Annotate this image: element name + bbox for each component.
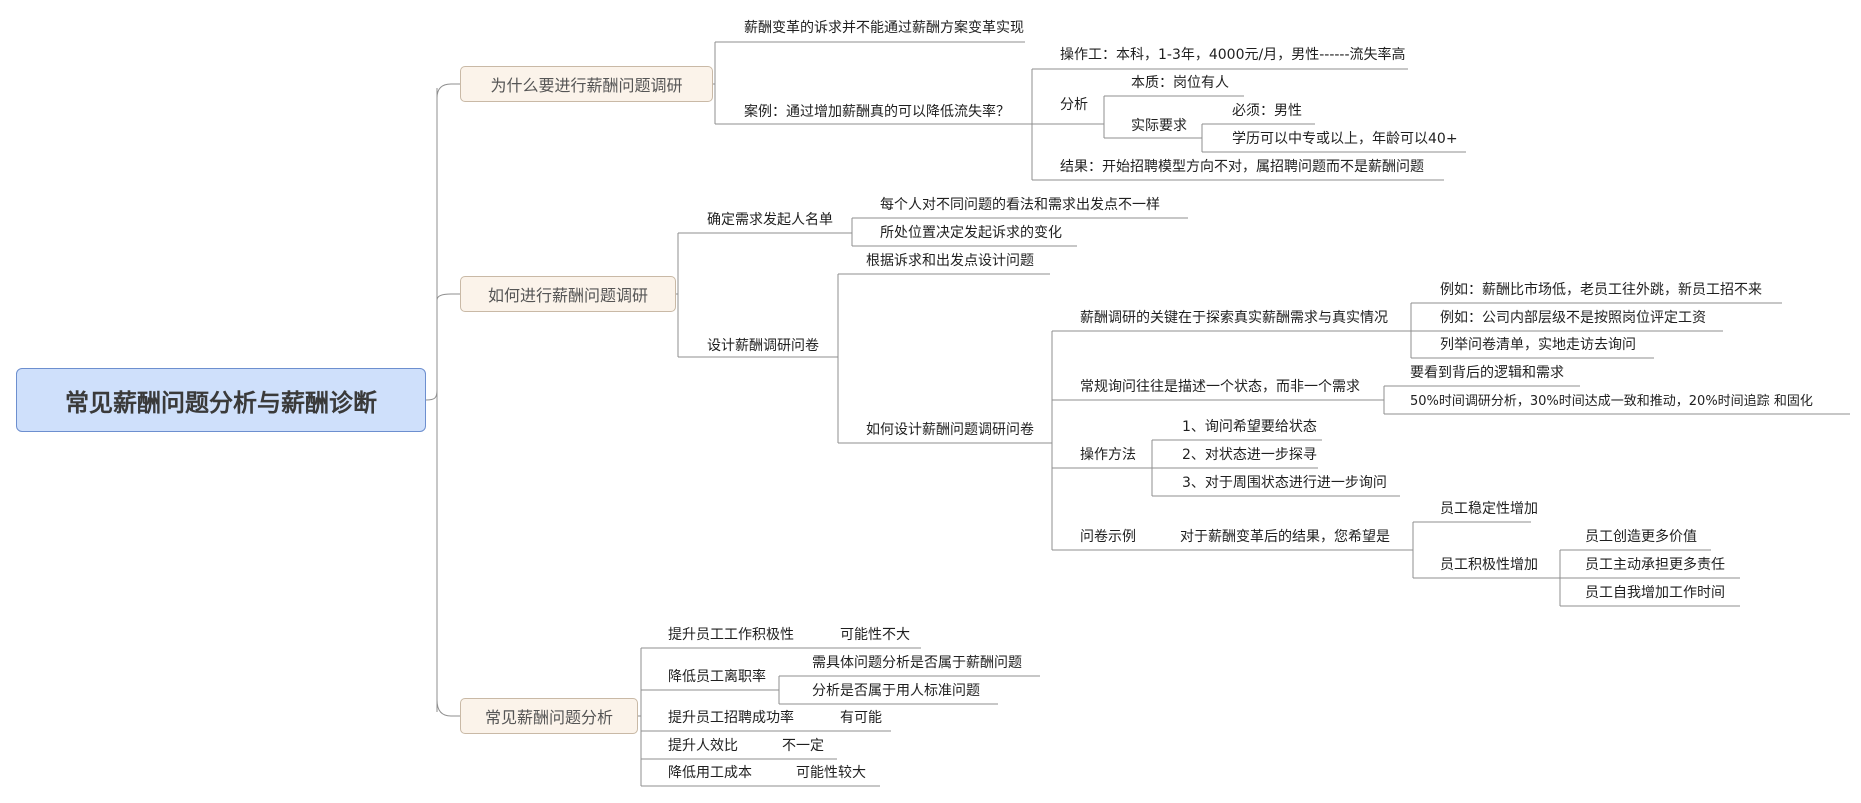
node-analysis[interactable]: 分析 [1060,97,1088,113]
node-method[interactable]: 操作方法 [1080,447,1136,463]
node-essence[interactable]: 本质：岗位有人 [1131,75,1229,91]
node-initiators[interactable]: 确定需求发起人名单 [707,212,833,228]
node-common[interactable]: 常规询问往往是描述一个状态，而非一个需求 [1080,379,1360,395]
node-key-e2[interactable]: 例如：公司内部层级不是按照岗位评定工资 [1440,310,1706,326]
node-example-question[interactable]: 对于薪酬变革后的结果，您希望是 [1180,529,1390,545]
node-motivation-s1[interactable]: 员工创造更多价值 [1585,529,1697,545]
node-initiators-c1[interactable]: 每个人对不同问题的看法和需求出发点不一样 [880,197,1160,213]
node-key-e3[interactable]: 列举问卷清单，实地走访去询问 [1440,337,1636,353]
node-common-c1[interactable]: 要看到背后的逻辑和需求 [1410,365,1564,381]
node-r3[interactable]: 提升员工招聘成功率 [668,710,794,726]
node-method-s1[interactable]: 1、询问希望要给状态 [1182,419,1317,435]
node-education[interactable]: 学历可以中专或以上，年龄可以40+ [1232,131,1458,147]
node-survey[interactable]: 设计薪酬调研问卷 [707,338,819,354]
node-r2[interactable]: 降低员工离职率 [668,669,766,685]
node-how-design[interactable]: 如何设计薪酬问题调研问卷 [866,422,1034,438]
node-survey-design[interactable]: 根据诉求和出发点设计问题 [866,253,1034,269]
node-motivation[interactable]: 员工积极性增加 [1440,557,1538,573]
node-must-male[interactable]: 必须：男性 [1232,103,1302,119]
node-method-s3[interactable]: 3、对于周围状态进行进一步询问 [1182,475,1387,491]
node-method-s2[interactable]: 2、对状态进一步探寻 [1182,447,1317,463]
node-key-e1[interactable]: 例如：薪酬比市场低，老员工往外跳，新员工招不来 [1440,282,1762,298]
node-actual-req[interactable]: 实际要求 [1131,118,1187,134]
node-reform-demand[interactable]: 薪酬变革的诉求并不能通过薪酬方案变革实现 [744,20,1024,36]
node-common-c2[interactable]: 50%时间调研分析，30%时间达成一致和推动，20%时间追踪 和固化 [1410,394,1813,409]
node-r5-value[interactable]: 可能性较大 [796,765,866,781]
topic-how-survey[interactable]: 如何进行薪酬问题调研 [460,276,676,312]
node-motivation-s3[interactable]: 员工自我增加工作时间 [1585,585,1725,601]
topic-common-issues[interactable]: 常见薪酬问题分析 [460,698,638,734]
node-r4-value[interactable]: 不一定 [782,738,824,754]
node-r2-v1[interactable]: 需具体问题分析是否属于薪酬问题 [812,655,1022,671]
node-case[interactable]: 案例：通过增加薪酬真的可以降低流失率？ [744,104,1010,120]
root-topic[interactable]: 常见薪酬问题分析与薪酬诊断 [16,368,426,432]
node-example[interactable]: 问卷示例 [1080,529,1136,545]
node-r4[interactable]: 提升人效比 [668,738,738,754]
node-r1-value[interactable]: 可能性不大 [840,627,910,643]
node-stability[interactable]: 员工稳定性增加 [1440,501,1538,517]
node-r1[interactable]: 提升员工工作积极性 [668,627,794,643]
node-r3-value[interactable]: 有可能 [840,710,882,726]
node-initiators-c2[interactable]: 所处位置决定发起诉求的变化 [880,225,1062,241]
node-r5[interactable]: 降低用工成本 [668,765,752,781]
node-motivation-s2[interactable]: 员工主动承担更多责任 [1585,557,1725,573]
node-operator[interactable]: 操作工：本科，1-3年，4000元/月，男性------流失率高 [1060,47,1406,63]
topic-why-survey[interactable]: 为什么要进行薪酬问题调研 [460,66,713,102]
node-result[interactable]: 结果：开始招聘模型方向不对，属招聘问题而不是薪酬问题 [1060,159,1424,175]
node-r2-v2[interactable]: 分析是否属于用人标准问题 [812,683,980,699]
node-key[interactable]: 薪酬调研的关键在于探索真实薪酬需求与真实情况 [1080,310,1388,326]
